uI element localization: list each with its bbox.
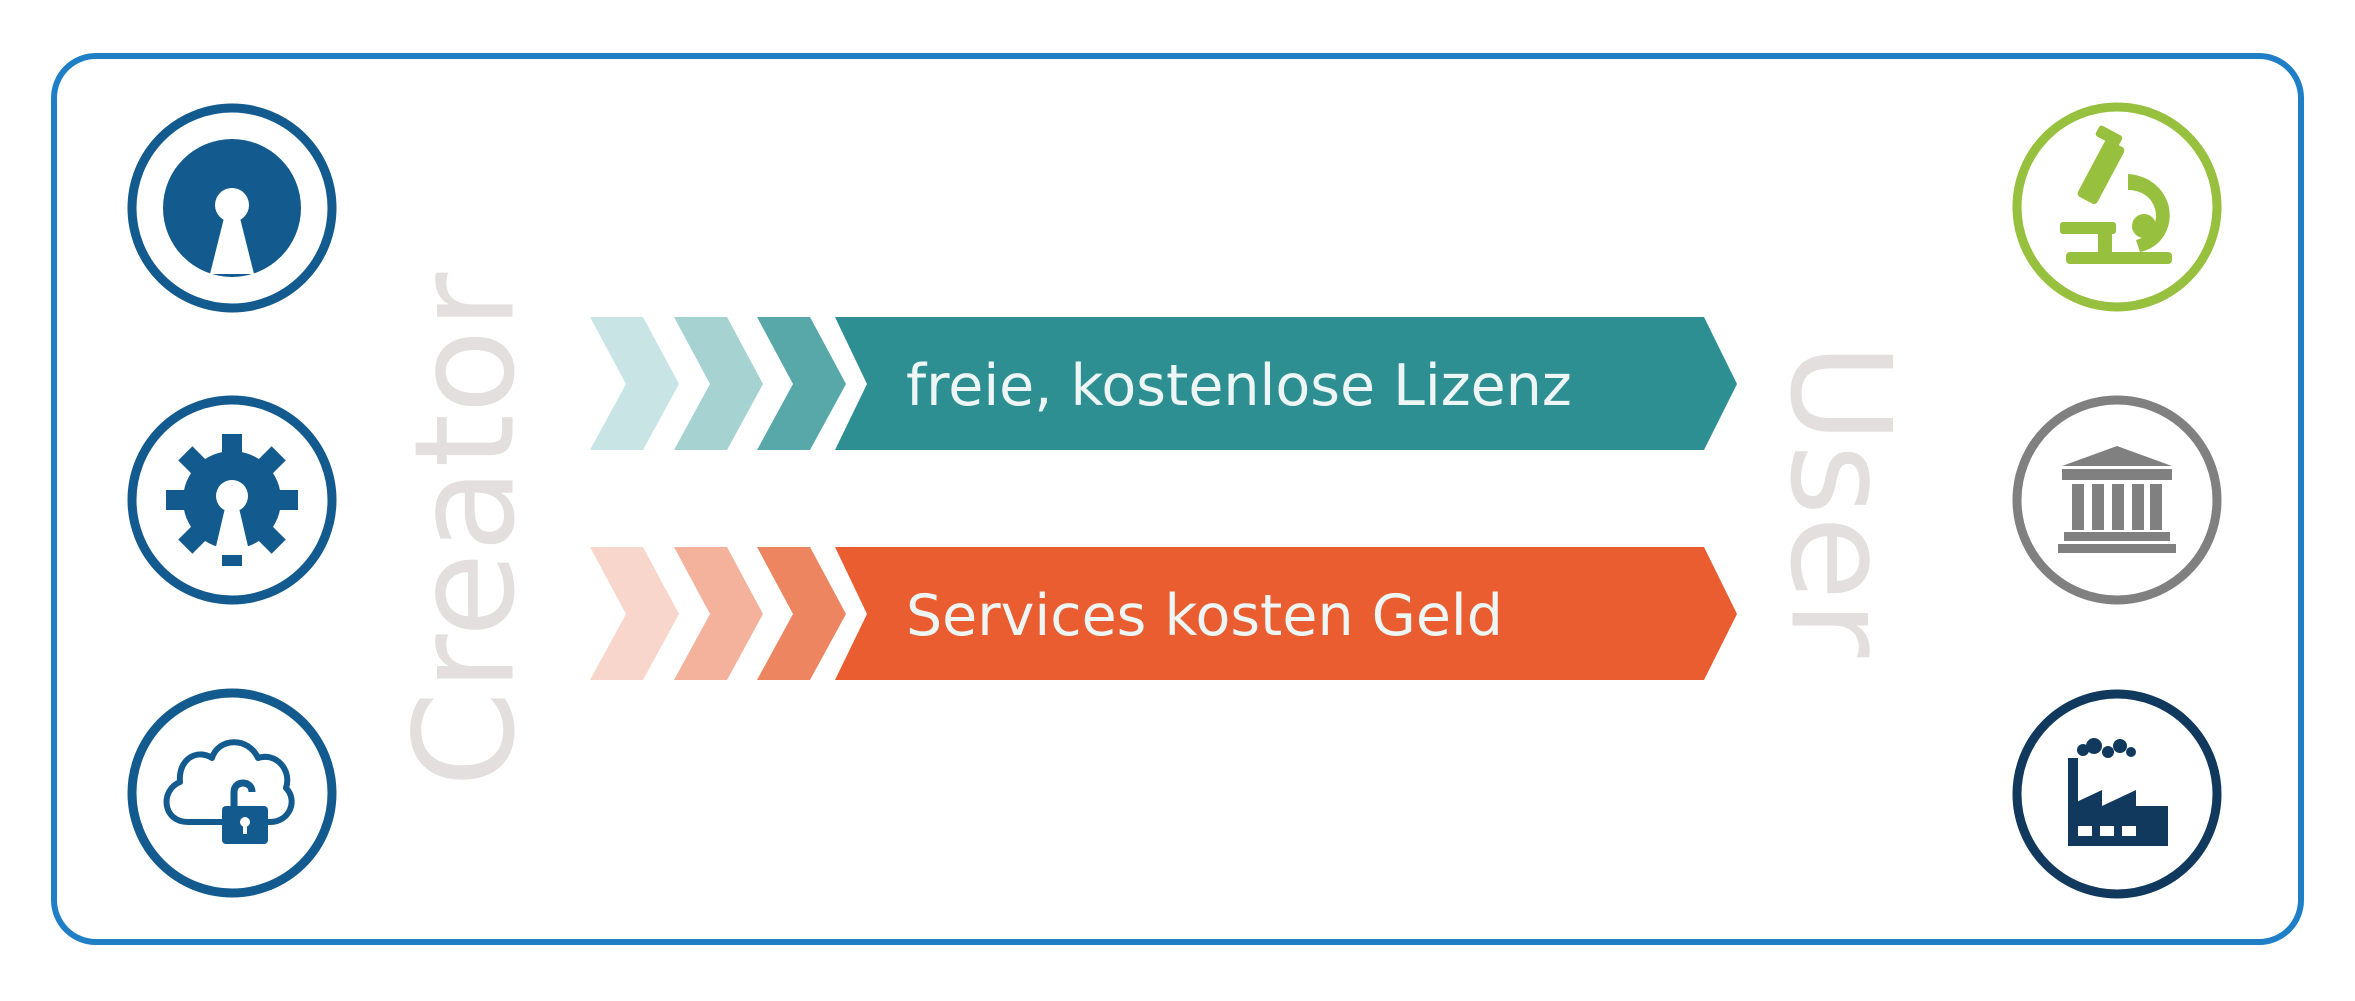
creator-label: Creator — [385, 272, 546, 787]
chevron-1 — [590, 317, 679, 450]
institution-icon — [2012, 395, 2222, 605]
chevron-3 — [757, 317, 846, 450]
diagram-frame — [51, 53, 2304, 945]
chevron-2 — [674, 317, 763, 450]
factory-icon — [2012, 689, 2222, 899]
license-arrow: freie, kostenlose Lizenz — [590, 317, 1737, 450]
license-text: freie, kostenlose Lizenz — [906, 353, 1572, 419]
open-source-icon — [127, 103, 337, 313]
chevron-3 — [757, 547, 846, 680]
chevron-1 — [590, 547, 679, 680]
services-text: Services kosten Geld — [906, 583, 1503, 649]
services-arrow: Services kosten Geld — [590, 547, 1737, 680]
gear-icon — [127, 395, 337, 605]
microscope-icon — [2012, 102, 2222, 312]
chevron-2 — [674, 547, 763, 680]
cloud-lock-icon — [127, 688, 337, 898]
user-label: User — [1760, 343, 1921, 658]
services-banner — [835, 547, 1737, 680]
license-banner — [835, 317, 1737, 450]
